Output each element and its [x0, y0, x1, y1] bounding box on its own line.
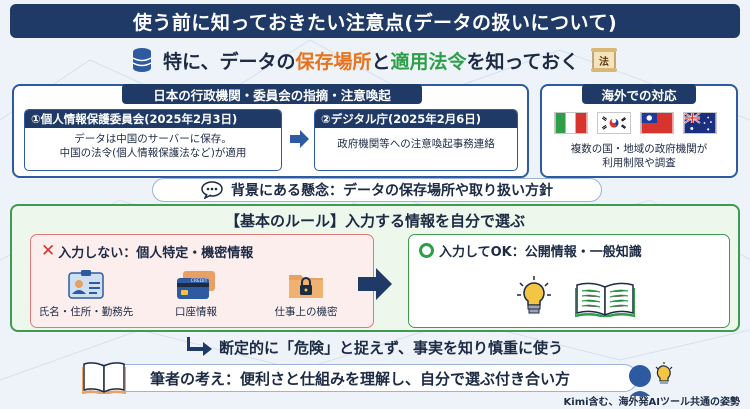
japan-authorities-panel: 日本の行政機関・委員会の指摘・注意喚起 ①個人情報保護委員会(2025年2月3日… — [12, 84, 529, 178]
conclusion: 断定的に「危険」と捉えず、事実を知り慎重に使う — [0, 335, 750, 359]
ng-item-label: 仕事上の機密 — [274, 306, 338, 318]
ng-item-confidential: 仕事上の機密 — [251, 269, 361, 327]
italy-flag-icon — [554, 112, 588, 134]
overseas-panel-header: 海外での対応 — [582, 84, 696, 104]
concern-text: 背景にある懸念：データの保存場所や取り扱い方針 — [231, 183, 553, 199]
subtitle-part1: 特に、データの — [163, 50, 296, 73]
do-not-input-heading: ✕ 入力しない：個人特定・機密情報 — [41, 241, 253, 261]
rule-title: 【基本のルール】入力する情報を自分で選ぶ — [224, 212, 525, 230]
speech-bubble-icon — [201, 181, 223, 199]
opinion-text: 筆者の考え：便利さと仕組みを理解し、自分で選ぶ付き合い方 — [149, 369, 570, 388]
lightbulb-icon — [517, 276, 551, 314]
ng-item-personal-info: 氏名・住所・勤務先 — [31, 269, 141, 327]
card-text: CREDIT — [191, 278, 208, 284]
subtitle-part2: と — [371, 50, 391, 73]
open-book-icon — [575, 282, 635, 317]
subtitle-highlight-law: 適用法令 — [390, 50, 467, 73]
ppc-notice-body: データは中国のサーバーに保存。 中国の法令(個人情報保護法など)が適用 — [25, 128, 281, 164]
arrow-right-icon — [290, 130, 309, 148]
digital-agency-body: 政府機関等への注意喚起事務連絡 — [337, 138, 495, 150]
ok-to-input-heading: 入力してOK：公開情報・一般知識 — [419, 241, 642, 260]
ppc-notice-line2: 中国の法令(個人情報保護法など)が適用 — [59, 147, 247, 159]
page-title: 使う前に知っておきたい注意点(データの扱いについて) — [10, 4, 740, 38]
credit-card-icon: CREDIT — [177, 271, 215, 299]
ng-item-label: 氏名・住所・勤務先 — [38, 306, 134, 318]
cross-mark-icon: ✕ — [41, 241, 56, 261]
ppc-notice-box: ①個人情報保護委員会(2025年2月3日) データは中国のサーバーに保存。 中国… — [24, 109, 282, 171]
do-not-input-box: ✕ 入力しない：個人特定・機密情報 氏名・住所・勤務先 CREDIT — [30, 234, 374, 328]
subtitle-highlight-storage: 保存場所 — [295, 50, 372, 73]
digital-agency-box: ②デジタル庁(2025年2月6日) 政府機関等への注意喚起事務連絡 — [314, 109, 518, 171]
do-not-input-text: 入力しない：個人特定・機密情報 — [58, 245, 254, 261]
japan-panel-header: 日本の行政機関・委員会の指摘・注意喚起 — [122, 84, 422, 104]
basic-rule-panel: 【基本のルール】入力する情報を自分で選ぶ ✕ 入力しない：個人特定・機密情報 氏… — [10, 204, 740, 332]
big-arrow-right-icon — [358, 268, 392, 300]
subtitle-part3: を知っておく — [466, 50, 579, 73]
overseas-description: 複数の国・地域の政府機関が 利用制限や調査 — [546, 142, 732, 170]
law-scroll-icon: 法 — [590, 48, 617, 72]
background-concern: 背景にある懸念：データの保存場所や取り扱い方針 — [152, 178, 602, 202]
ng-item-bank-info: CREDIT 口座情報 — [141, 269, 251, 327]
conclusion-text: 断定的に「危険」と捉えず、事実を知り慎重に使う — [219, 338, 563, 357]
australia-flag-icon — [683, 112, 717, 134]
ok-to-input-text: 入力してOK：公開情報・一般知識 — [439, 245, 642, 260]
flag-row — [554, 112, 717, 134]
author-opinion: 筆者の考え：便利さと仕組みを理解し、自分で選ぶ付き合い方 — [82, 364, 638, 392]
law-icon-text: 法 — [599, 55, 609, 68]
overseas-line2: 利用制限や調査 — [602, 157, 676, 169]
ppc-notice-title: ①個人情報保護委員会(2025年2月3日) — [25, 110, 281, 128]
taiwan-flag-icon — [640, 112, 674, 134]
database-icon — [132, 48, 152, 72]
footnote: Kimi含む、海外発AIツール共通の姿勢 — [563, 397, 740, 408]
south-korea-flag-icon — [597, 112, 631, 134]
overseas-line1: 複数の国・地域の政府機関が — [570, 143, 708, 155]
ok-to-input-box: 入力してOK：公開情報・一般知識 — [408, 234, 730, 328]
id-card-icon — [68, 270, 104, 299]
overseas-panel: 海外での対応 複数の — [540, 84, 738, 178]
open-book-icon-small — [82, 362, 126, 394]
thinking-person-icon — [629, 362, 673, 396]
subtitle: 特に、データの 保存場所 と 適用法令 を知っておく 法 — [0, 44, 750, 76]
digital-agency-title: ②デジタル庁(2025年2月6日) — [315, 110, 517, 128]
ng-item-label: 口座情報 — [175, 306, 217, 318]
ok-circle-icon — [419, 243, 434, 258]
ppc-notice-line1: データは中国のサーバーに保存。 — [74, 133, 232, 145]
locked-folder-icon — [289, 275, 323, 298]
return-arrow-icon — [187, 337, 213, 356]
